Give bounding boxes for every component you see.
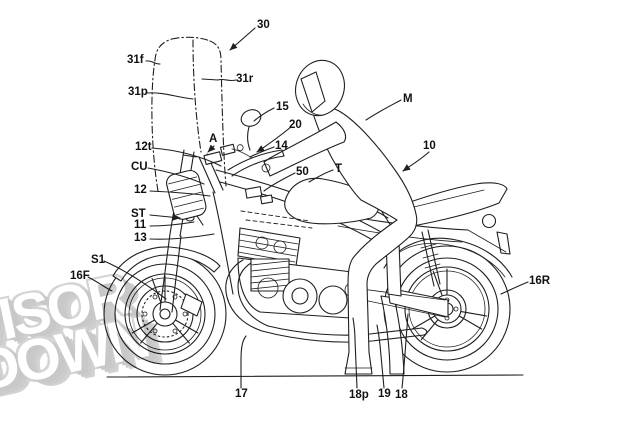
leader-A [207, 144, 216, 153]
front-brake-caliper [180, 293, 203, 317]
leader-16F [87, 276, 113, 292]
leader-31f [145, 60, 161, 65]
leader-19 [376, 324, 385, 389]
oil-cooler [250, 258, 290, 292]
leader-CU [147, 167, 205, 185]
leader-18 [401, 313, 409, 389]
windshield-center-line [192, 39, 202, 153]
leader-50 [263, 172, 296, 192]
leader-17 [240, 335, 247, 389]
leader-15 [253, 107, 275, 122]
rear-wheel-spokes [411, 268, 487, 341]
windshield-outline [151, 36, 227, 192]
ground-line [106, 374, 524, 378]
leader-lines [87, 27, 529, 389]
leader-M [365, 99, 402, 121]
leader-31r [201, 78, 237, 82]
rider-figure [261, 59, 418, 375]
leader-14 [249, 146, 275, 158]
leader-12 [149, 190, 211, 197]
leader-S1 [103, 260, 167, 300]
leader-30 [229, 27, 256, 51]
leader-ST [149, 214, 181, 221]
leader-18p [352, 317, 358, 389]
leader-T [308, 169, 334, 183]
control-module [244, 186, 274, 205]
rider-arm [263, 121, 347, 177]
rider-far-leg [380, 295, 405, 375]
mirror [240, 109, 262, 151]
leader-11 [149, 221, 195, 227]
leader-13 [149, 233, 215, 240]
front-wheel [103, 252, 227, 376]
leader-20 [256, 126, 292, 153]
tail-light [481, 213, 497, 229]
headlight [166, 169, 207, 220]
rider-body [310, 105, 418, 375]
engine [237, 227, 360, 319]
front-fender [112, 246, 221, 282]
leader-10 [402, 151, 430, 172]
leader-12t [151, 147, 222, 167]
rider-hand [261, 163, 271, 173]
leader-16R [500, 281, 529, 295]
leader-31p [145, 92, 194, 100]
helmet-visor [300, 71, 326, 113]
